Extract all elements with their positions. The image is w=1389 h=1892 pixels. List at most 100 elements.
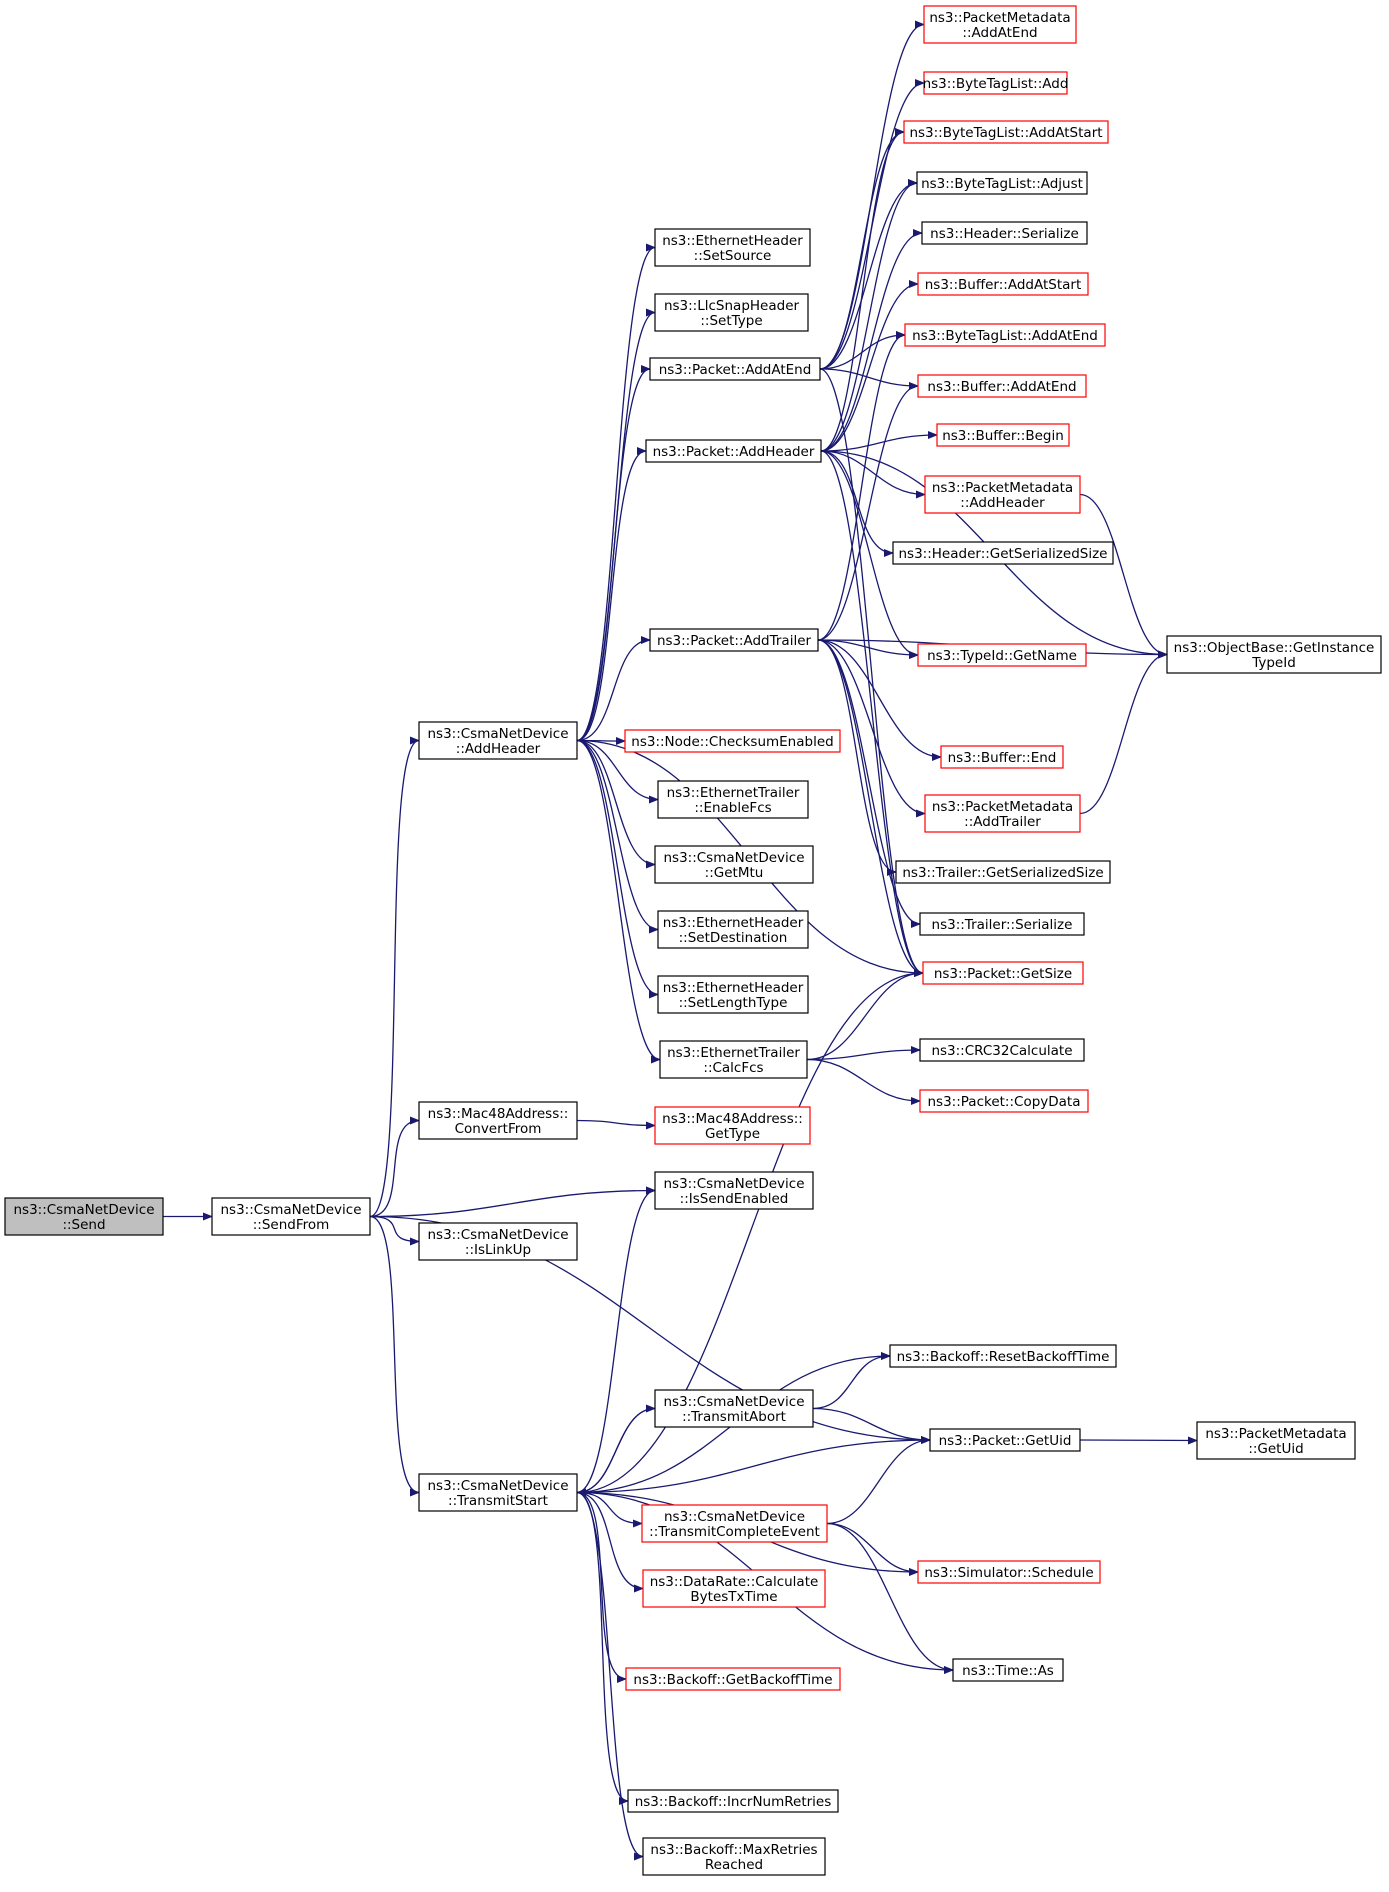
edge [576, 1186, 656, 1494]
node-buf-addatend[interactable]: ns3::Buffer::AddAtEnd [917, 374, 1087, 398]
node-label: ns3::Backoff::IncrNumRetries [635, 1794, 832, 1810]
node-label: ns3::Buffer::End [948, 750, 1057, 766]
node-box [654, 228, 811, 267]
node-box [642, 1837, 826, 1876]
node-node-checksum[interactable]: ns3::Node::ChecksumEnabled [624, 729, 841, 753]
node-bo-getbackoff[interactable]: ns3::Backoff::GetBackoffTime [625, 1667, 841, 1691]
node-pkt-addtrailer[interactable]: ns3::Packet::AddTrailer [649, 628, 819, 652]
node-box [917, 272, 1089, 296]
edge [576, 969, 924, 1494]
edge-dev_addheader-to-pkt_addtrailer [576, 636, 651, 742]
node-pkt-addatend[interactable]: ns3::Packet::AddAtEnd [649, 357, 821, 381]
node-buf-addatstart[interactable]: ns3::Buffer::AddAtStart [917, 272, 1089, 296]
edge-dev_txcomplete-to-sim_schedule [826, 1522, 919, 1576]
node-eh-setlentype[interactable]: ns3::EthernetHeader::SetLengthType [657, 975, 809, 1014]
edge [806, 969, 924, 1061]
node-hdr-getsize[interactable]: ns3::Header::GetSerializedSize [892, 541, 1114, 565]
node-bo-reset[interactable]: ns3::Backoff::ResetBackoffTime [889, 1344, 1117, 1368]
node-sim-schedule[interactable]: ns3::Simulator::Schedule [917, 1560, 1101, 1584]
edge [820, 431, 938, 452]
node-btl-addatend[interactable]: ns3::ByteTagList::AddAtEnd [904, 323, 1106, 347]
node-dev-transmitabort[interactable]: ns3::CsmaNetDevice::TransmitAbort [654, 1389, 814, 1428]
node-typeid-getname[interactable]: ns3::TypeId::GetName [917, 643, 1087, 667]
node-et-calcfcs[interactable]: ns3::EthernetTrailer::CalcFcs [659, 1040, 808, 1079]
edge-pkt_getuid-to-pm_getuid [1079, 1436, 1198, 1445]
node-box [657, 780, 809, 819]
node-label: ::AddHeader [456, 741, 541, 757]
node-send[interactable]: ns3::CsmaNetDevice::Send [4, 1197, 164, 1236]
node-btl-adjust[interactable]: ns3::ByteTagList::Adjust [916, 171, 1088, 195]
node-pkt-copydata[interactable]: ns3::Packet::CopyData [919, 1089, 1089, 1113]
node-buf-end[interactable]: ns3::Buffer::End [940, 745, 1064, 769]
node-dev-issendenabled[interactable]: ns3::CsmaNetDevice::IsSendEnabled [654, 1171, 814, 1210]
node-pkt-addheader[interactable]: ns3::Packet::AddHeader [645, 439, 822, 463]
node-box [903, 120, 1109, 144]
node-box [952, 1658, 1064, 1682]
edge-pkt_addheader-to-hdr_getsize [820, 450, 894, 557]
edge [576, 1491, 644, 1861]
edge [576, 1491, 627, 1683]
node-label: ns3::EthernetTrailer [667, 1045, 800, 1061]
edge-pkt_addheader-to-btl_addatstart [820, 128, 905, 452]
node-label: ns3::Packet::AddTrailer [657, 633, 812, 649]
node-btl-add[interactable]: ns3::ByteTagList::Add [923, 71, 1069, 95]
node-trl-getsize[interactable]: ns3::Trailer::GetSerializedSize [895, 860, 1111, 884]
node-label: ::AddHeader [960, 495, 1045, 511]
node-dev-txcomplete[interactable]: ns3::CsmaNetDevice::TransmitCompleteEven… [641, 1504, 828, 1543]
node-btl-addatstart[interactable]: ns3::ByteTagList::AddAtStart [903, 120, 1109, 144]
node-box [4, 1197, 164, 1236]
node-llc-settype[interactable]: ns3::LlcSnapHeader::SetType [654, 293, 809, 332]
edge [819, 20, 925, 370]
node-label: ns3::ByteTagList::Add [923, 76, 1069, 92]
edge [576, 739, 659, 934]
node-box [649, 357, 821, 381]
node-pm-addtrailer[interactable]: ns3::PacketMetadata::AddTrailer [924, 794, 1081, 833]
edge [820, 450, 924, 977]
node-pkt-getsize[interactable]: ns3::Packet::GetSize [922, 961, 1084, 985]
edge-dev_addheader-to-et_enablefcs [576, 739, 659, 804]
node-mac-convertfrom[interactable]: ns3::Mac48Address::ConvertFrom [418, 1101, 578, 1140]
edge-transmitstart-to-bo_incrnum [576, 1491, 629, 1805]
edge-transmitstart-to-dev_txcomplete [576, 1491, 643, 1528]
node-pm-getuid[interactable]: ns3::PacketMetadata::GetUid [1196, 1421, 1356, 1460]
node-pkt-getuid[interactable]: ns3::Packet::GetUid [929, 1428, 1081, 1452]
node-layer: ns3::CsmaNetDevice::Sendns3::CsmaNetDevi… [4, 5, 1382, 1876]
node-box [654, 1171, 814, 1210]
node-label: ns3::CsmaNetDevice [663, 850, 804, 866]
node-box [889, 1344, 1117, 1368]
node-time-as[interactable]: ns3::Time::As [952, 1658, 1064, 1682]
node-buf-begin[interactable]: ns3::Buffer::Begin [936, 423, 1070, 447]
node-et-enablefcs[interactable]: ns3::EthernetTrailer::EnableFcs [657, 780, 809, 819]
node-islinkup[interactable]: ns3::CsmaNetDevice::IsLinkUp [418, 1222, 578, 1261]
node-crc32[interactable]: ns3::CRC32Calculate [919, 1038, 1085, 1062]
edge [820, 179, 918, 452]
node-bo-incrnum[interactable]: ns3::Backoff::IncrNumRetries [627, 1789, 839, 1813]
node-eh-setsource[interactable]: ns3::EthernetHeader::SetSource [654, 228, 811, 267]
node-pm-addheader[interactable]: ns3::PacketMetadata::AddHeader [924, 475, 1081, 514]
node-eh-setdest[interactable]: ns3::EthernetHeader::SetDestination [657, 910, 809, 949]
node-mac-gettype[interactable]: ns3::Mac48Address::GetType [654, 1106, 811, 1145]
node-dev-addheader[interactable]: ns3::CsmaNetDevice::AddHeader [418, 721, 578, 760]
node-label: ns3::Backoff::ResetBackoffTime [897, 1349, 1110, 1365]
edge-transmitstart-to-dev_issendenabled [576, 1186, 656, 1494]
node-box [924, 475, 1081, 514]
node-dev-getmtu[interactable]: ns3::CsmaNetDevice::GetMtu [654, 845, 814, 884]
edge [576, 739, 656, 869]
node-trl-serialize[interactable]: ns3::Trailer::Serialize [919, 912, 1085, 936]
node-sendfrom[interactable]: ns3::CsmaNetDevice::SendFrom [211, 1197, 371, 1236]
edge-pm_addheader-to-ob_getinstance [1079, 493, 1168, 659]
node-hdr-serialize[interactable]: ns3::Header::Serialize [921, 221, 1088, 245]
node-label: ::SetType [700, 313, 762, 329]
node-box [657, 910, 809, 949]
edge-pm_addtrailer-to-ob_getinstance [1079, 650, 1168, 815]
node-label: GetType [705, 1126, 760, 1142]
edge-mac_convertfrom-to-mac_gettype [576, 1119, 656, 1130]
edge [576, 1491, 643, 1528]
node-transmitstart[interactable]: ns3::CsmaNetDevice::TransmitStart [418, 1473, 578, 1512]
node-label: ns3::Mac48Address:: [662, 1111, 803, 1127]
node-pm-addatend[interactable]: ns3::PacketMetadata::AddAtEnd [923, 5, 1077, 44]
node-label: ns3::EthernetHeader [662, 233, 803, 249]
